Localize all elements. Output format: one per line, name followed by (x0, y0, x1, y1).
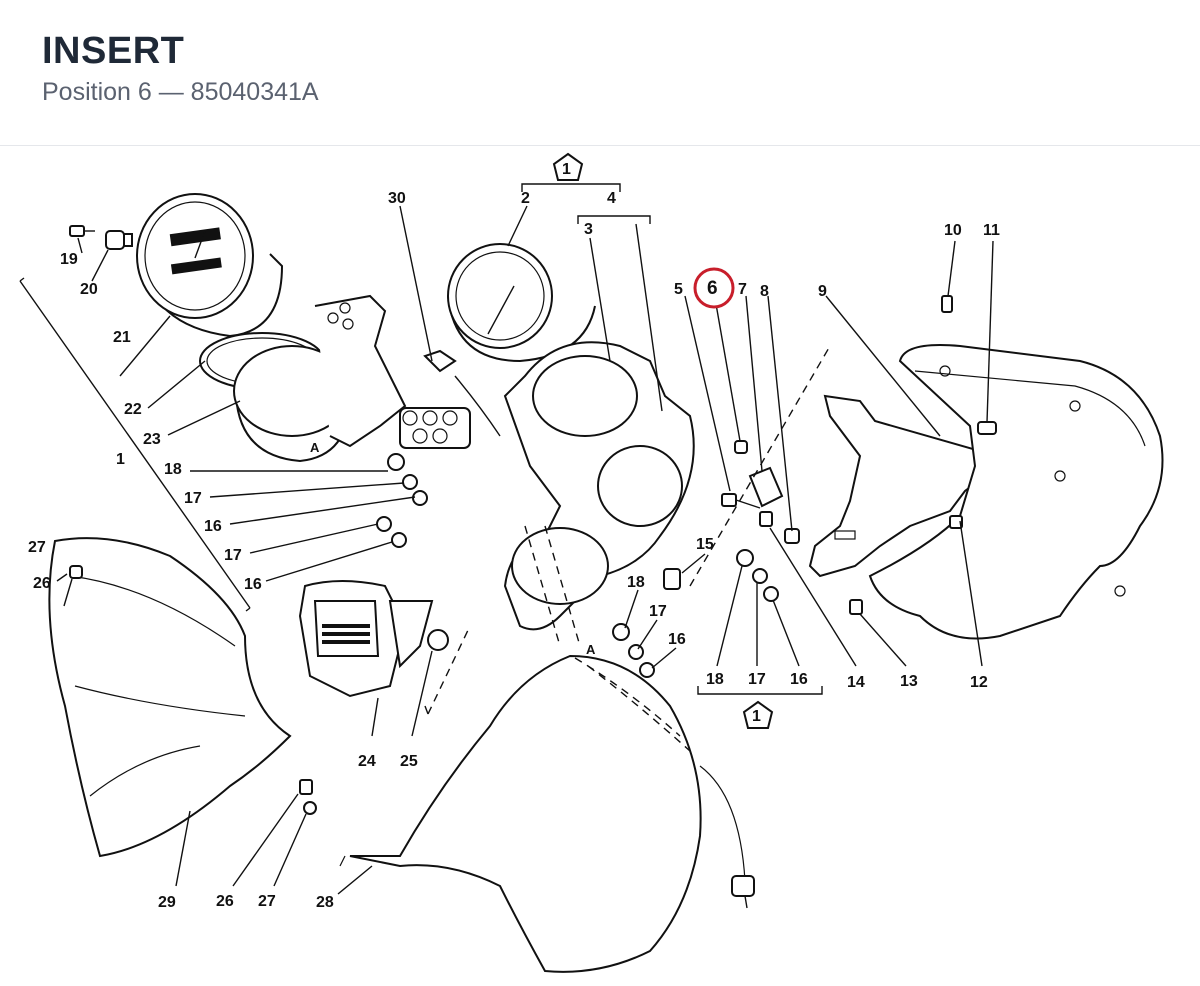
mark-a-left: A (310, 440, 320, 455)
exploded-parts-diagram: 1 1 1 2 3 4 5 6 7 8 9 10 11 12 13 14 15 … (19, 152, 1164, 973)
cable-30 (423, 349, 501, 437)
callout-16-b: 16 (244, 576, 262, 593)
header: INSERT Position 6 — 85040341A (0, 0, 1200, 146)
callout-17-a: 17 (184, 490, 202, 507)
leader-lines (56, 205, 994, 895)
gauge-housing-left (199, 294, 407, 463)
callout-14: 14 (847, 674, 865, 691)
group-bracket-top (521, 152, 651, 224)
callout-16-c: 16 (668, 631, 686, 648)
callout-27-a: 27 (28, 539, 46, 556)
callout-3: 3 (584, 221, 593, 238)
assembly-guides (424, 345, 831, 715)
callout-17-d: 17 (748, 671, 766, 688)
callout-11: 11 (983, 222, 1000, 239)
callout-15: 15 (696, 536, 714, 553)
highlight-circle (693, 267, 735, 309)
connector-block (399, 407, 471, 449)
group-bracket-left (19, 277, 251, 612)
callout-1-bottom: 1 (752, 708, 761, 725)
callout-17-b: 17 (224, 547, 242, 564)
callout-labels: 1 1 1 2 3 4 5 6 7 8 9 10 11 12 13 14 15 … (28, 161, 1000, 911)
callout-21: 21 (113, 329, 131, 346)
fairing-center (339, 654, 755, 973)
callout-26-b: 26 (216, 893, 234, 910)
callout-1-top: 1 (562, 161, 571, 178)
callout-18-c: 18 (706, 671, 724, 688)
callout-1-left: 1 (116, 451, 125, 468)
group-bracket-bottom (697, 686, 823, 729)
callout-29: 29 (158, 894, 176, 911)
warning-light-unit (298, 580, 449, 698)
callout-30: 30 (388, 190, 406, 207)
callout-10: 10 (944, 222, 962, 239)
callout-23: 23 (143, 431, 161, 448)
callout-18-a: 18 (164, 461, 182, 478)
mark-a-center: A (586, 642, 596, 657)
speedometer-gauge (136, 193, 284, 338)
callout-4: 4 (607, 190, 616, 207)
callout-22: 22 (124, 401, 142, 418)
page-title: INSERT (42, 30, 185, 72)
callout-24: 24 (358, 753, 376, 770)
callout-27-b: 27 (258, 893, 276, 910)
callout-16-a: 16 (204, 518, 222, 535)
mounting-bracket (808, 394, 987, 578)
callout-5: 5 (674, 281, 683, 298)
callout-16-d: 16 (790, 671, 808, 688)
callout-26-a: 26 (33, 575, 51, 592)
callout-17-c: 17 (649, 603, 667, 620)
fairing-left (48, 537, 292, 858)
callout-18-b: 18 (627, 574, 645, 591)
hardware-fasteners (63, 295, 997, 815)
callout-6: 6 (707, 278, 718, 299)
screw-19 (69, 225, 95, 237)
callout-19: 19 (60, 251, 78, 268)
frame-cover-right (868, 344, 1164, 640)
callout-7: 7 (738, 281, 747, 298)
callout-2: 2 (521, 190, 530, 207)
callout-25: 25 (400, 753, 418, 770)
instrument-panel-housing (503, 341, 695, 647)
callout-20: 20 (80, 281, 98, 298)
callout-9: 9 (818, 283, 827, 300)
page-subtitle: Position 6 — 85040341A (42, 78, 319, 106)
callout-13: 13 (900, 673, 918, 690)
callout-12: 12 (970, 674, 988, 691)
tachometer-gauge (447, 243, 596, 363)
callout-28: 28 (316, 894, 334, 911)
knob-20 (105, 230, 133, 250)
callout-8: 8 (760, 283, 769, 300)
